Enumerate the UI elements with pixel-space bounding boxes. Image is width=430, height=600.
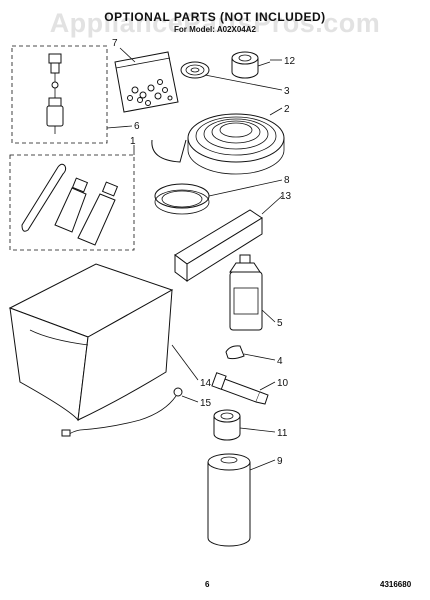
callout-12: 12	[284, 56, 296, 67]
spray-can-icon	[207, 453, 251, 547]
knob-icon	[225, 345, 245, 360]
callout-7: 7	[112, 38, 118, 49]
callout-9: 9	[277, 456, 283, 467]
tube-icon	[77, 181, 119, 246]
callout-8: 8	[284, 175, 290, 186]
model-subtitle: For Model: A02X04A2	[174, 25, 256, 34]
foam-seal-coil-icon	[151, 113, 285, 175]
callout-5: 5	[277, 318, 283, 329]
tube-icon	[54, 177, 89, 233]
watermark: AppliancePartsPros.com	[49, 8, 381, 38]
foam-block-icon	[174, 209, 263, 282]
bushing-icon	[213, 409, 241, 441]
unit-cover-icon	[8, 263, 174, 422]
drain-kit-box	[11, 45, 108, 144]
leader-lines	[106, 47, 283, 471]
hardware-bag-icon	[114, 51, 179, 113]
tape-roll-icon	[231, 51, 271, 79]
power-cord-icon	[61, 387, 183, 437]
cleaner-bottle-icon	[229, 254, 263, 331]
spatula-icon	[21, 163, 67, 232]
document-number: 4316680	[380, 580, 412, 589]
callout-1: 1	[130, 136, 136, 147]
callout-10: 10	[277, 378, 289, 389]
callout-2: 2	[284, 104, 290, 115]
callout-13: 13	[280, 191, 292, 202]
drain-fitting-icon	[46, 53, 64, 134]
gasket-ring-icon	[154, 183, 210, 215]
grease-tube-icon	[211, 372, 269, 405]
callout-6: 6	[134, 121, 140, 132]
callout-14: 14	[200, 378, 212, 389]
callout-3: 3	[284, 86, 290, 97]
page-title: OPTIONAL PARTS (NOT INCLUDED)	[104, 10, 326, 24]
sealant-kit-box	[9, 154, 135, 251]
callout-4: 4	[277, 356, 283, 367]
page-number: 6	[205, 580, 210, 589]
callout-15: 15	[200, 398, 212, 409]
tape-coil-icon	[180, 61, 210, 79]
callout-11: 11	[277, 428, 288, 439]
